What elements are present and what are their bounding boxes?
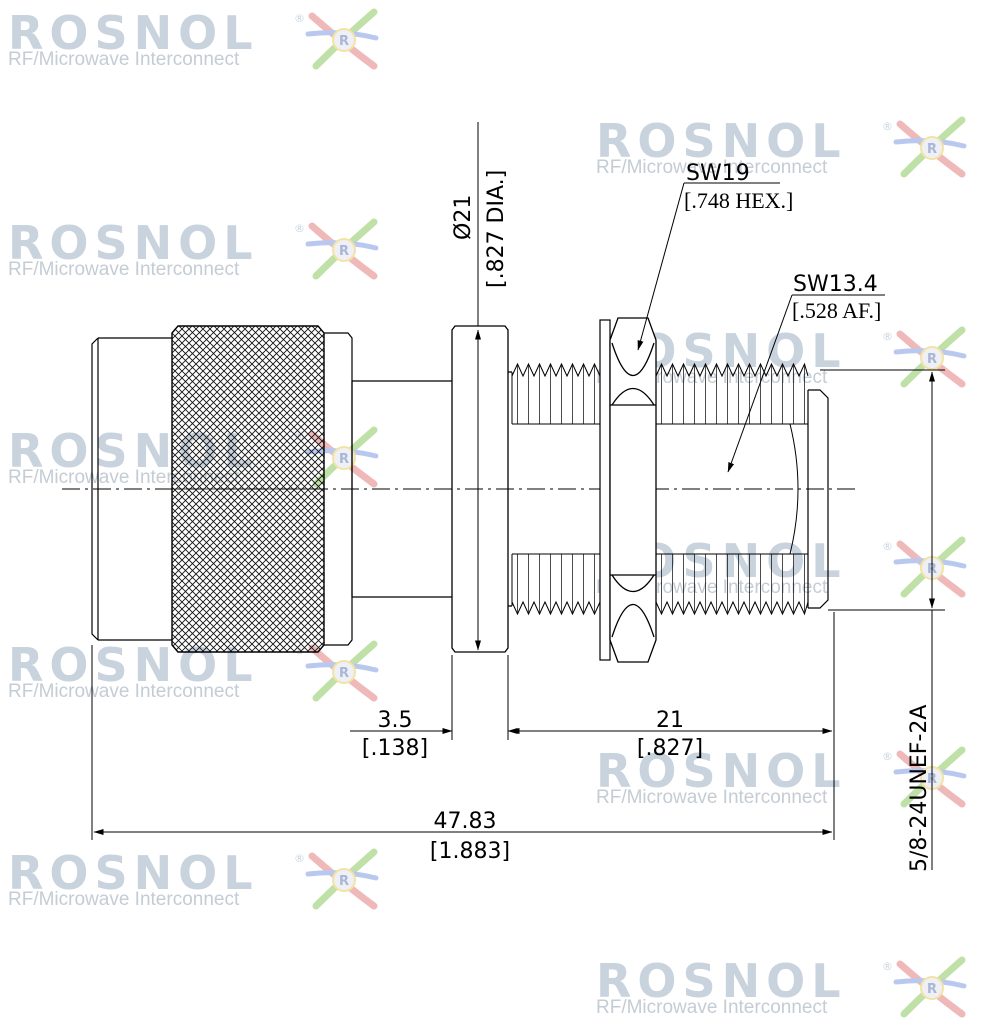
watermark-registered-mark: ® <box>294 852 305 865</box>
rosnol-logo-icon: R <box>305 640 379 702</box>
svg-text:R: R <box>339 34 349 49</box>
flange-thickness-metric: 3.5 <box>378 708 413 733</box>
hex-nut <box>609 317 657 663</box>
flats-size-metric: SW13.4 <box>793 272 878 297</box>
flats-size-leader <box>727 294 885 473</box>
rosnol-logo-icon: R <box>893 326 967 388</box>
watermark-registered-mark: ® <box>882 120 893 133</box>
watermark-brand: ROSNOL <box>596 954 847 1008</box>
rosnol-logo-icon: R <box>893 116 967 178</box>
flats-size-imperial: [.528 AF.] <box>792 298 881 323</box>
watermark-registered-mark: ® <box>294 222 305 235</box>
watermark-registered-mark: ® <box>882 330 893 343</box>
hex-size-leader <box>637 182 780 351</box>
watermark-brand: ROSNOL <box>8 846 259 900</box>
watermark-tagline: RF/Microwave Interconnect <box>8 259 240 280</box>
jack-end <box>807 389 829 609</box>
watermark-registered-mark: ® <box>882 540 893 553</box>
thread-length-imperial: [.827] <box>637 736 703 761</box>
watermark-tagline: RF/Microwave Interconnect <box>8 681 240 702</box>
watermark-tagline: RF/Microwave Interconnect <box>596 997 828 1018</box>
watermark-tagline: RF/Microwave Interconnect <box>596 787 828 808</box>
thread-spec: 5/8-24UNEF-2A <box>907 705 932 872</box>
connector-neck <box>351 380 452 598</box>
flange-diameter-metric: Ø21 <box>451 195 476 240</box>
svg-text:R: R <box>927 352 937 367</box>
svg-text:R: R <box>339 666 349 681</box>
overall-length-imperial: [1.883] <box>430 839 510 864</box>
knurled-coupling-nut <box>171 325 325 653</box>
flange-diameter-imperial: [.827 DIA.] <box>484 170 509 288</box>
threaded-body <box>511 362 809 616</box>
flange-thickness-imperial: [.138] <box>362 736 428 761</box>
svg-text:R: R <box>339 874 349 889</box>
thread-dimension <box>820 369 945 870</box>
watermark-tagline: RF/Microwave Interconnect <box>8 889 240 910</box>
extension-lines <box>91 612 835 840</box>
plug-sleeve <box>91 337 172 641</box>
watermark-brand: ROSNOL <box>8 216 259 270</box>
svg-text:R: R <box>339 452 349 467</box>
rosnol-logo-icon: R <box>305 8 379 70</box>
watermark-registered-mark: ® <box>294 12 305 25</box>
rosnol-logo-icon: R <box>305 218 379 280</box>
hex-size-imperial: [.748 HEX.] <box>684 188 793 213</box>
watermark-brand: ROSNOL <box>8 6 259 60</box>
watermark-brand: ROSNOL <box>596 744 847 798</box>
svg-text:R: R <box>927 982 937 997</box>
svg-text:R: R <box>339 244 349 259</box>
lock-washer <box>599 319 611 661</box>
hex-size-metric: SW19 <box>686 161 750 186</box>
watermark-tagline: RF/Microwave Interconnect <box>596 157 828 178</box>
watermark-registered-mark: ® <box>882 960 893 973</box>
watermark-registered-mark: ® <box>882 750 893 763</box>
panel-flange <box>451 325 512 653</box>
watermark-tagline: RF/Microwave Interconnect <box>8 49 240 70</box>
thread-length-metric: 21 <box>656 708 684 733</box>
overall-length-metric: 47.83 <box>434 809 497 834</box>
watermark-brand: ROSNOL <box>596 114 847 168</box>
connector-drawing: Ø21 [.827 DIA.] SW19 [.748 HEX.] SW13.4 … <box>62 122 945 872</box>
rosnol-logo-icon: R <box>305 848 379 910</box>
svg-text:R: R <box>927 142 937 157</box>
